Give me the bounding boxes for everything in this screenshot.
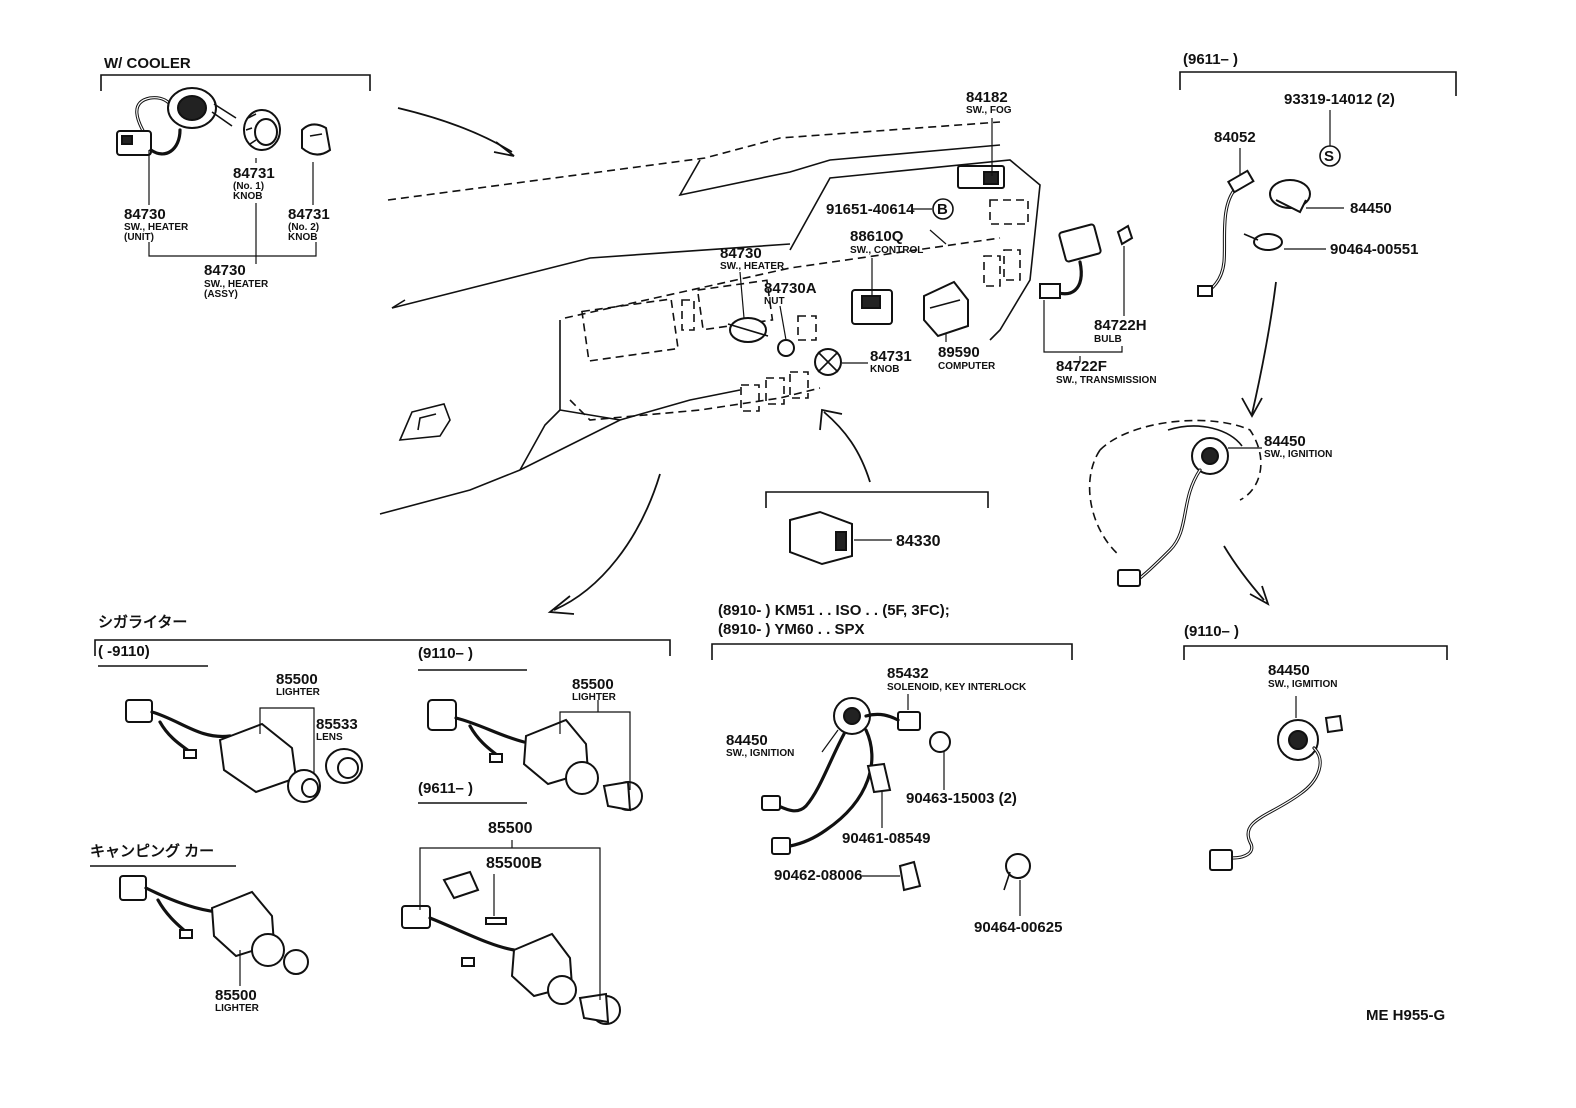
label-84730-unit-desc: SW., HEATER xyxy=(124,222,189,233)
ignition-9110-drawing xyxy=(1209,714,1344,871)
label-84731-no2: 84731 xyxy=(288,206,330,223)
label-84730a: 84730A xyxy=(764,280,817,297)
marker-b: B xyxy=(937,201,948,218)
label-88610q-desc: SW., CONTROL xyxy=(850,245,923,256)
label-84731-no2-desc2: KNOB xyxy=(288,232,317,243)
ignition-km51-drawing xyxy=(761,697,1031,892)
label-84722f: 84722F xyxy=(1056,358,1107,375)
label-84330: 84330 xyxy=(896,533,941,550)
heater-switch-unit-drawing xyxy=(116,87,237,156)
label-84730-assy-desc2: (ASSY) xyxy=(204,289,238,300)
arrow-84330 xyxy=(823,411,871,483)
label-84730a-desc: NUT xyxy=(764,296,785,307)
section-84330: 84330 xyxy=(765,408,989,566)
arrow-head xyxy=(493,141,515,157)
label-85500-c: 85500 xyxy=(488,820,533,837)
label-89590-desc: COMPUTER xyxy=(938,361,996,372)
lighter-a-drawing xyxy=(125,699,363,803)
label-84052: 84052 xyxy=(1214,129,1256,146)
label-84731-knob: 84731 xyxy=(870,348,912,365)
reference-code: ME H955-G xyxy=(1366,1007,1445,1024)
label-85500-d: 85500 xyxy=(215,987,257,1004)
w-cooler-header: W/ COOLER xyxy=(104,55,191,72)
section-cigar-lighter: シガライター ( -9110) (9110– ) (9611– ) 85500 … xyxy=(90,614,671,1025)
label-85500-d-desc: LIGHTER xyxy=(215,1003,260,1014)
lighter-c-drawing xyxy=(401,870,621,1025)
ign-9110-header: (9110– ) xyxy=(1184,623,1239,640)
ign-9611-bracket xyxy=(1179,71,1457,96)
label-90464-00625: 90464-00625 xyxy=(974,919,1062,936)
label-84722h: 84722H xyxy=(1094,317,1147,334)
dashboard-labels: 84182 SW., FOG 91651-40614 B 88610Q SW.,… xyxy=(720,89,1157,386)
label-90464-00551: 90464-00551 xyxy=(1330,241,1418,258)
label-84450-mid-desc: SW., IGNITION xyxy=(1264,449,1332,460)
km51-line2: (8910- ) YM60 . . SPX xyxy=(718,621,864,638)
km51-line1: (8910- ) KM51 . . ISO . . (5F, 3FC); xyxy=(718,602,950,619)
label-91651: 91651-40614 xyxy=(826,201,915,218)
knob-no1-drawing xyxy=(243,109,281,151)
lighter-d-drawing xyxy=(119,875,309,975)
label-90462: 90462-08006 xyxy=(774,867,862,884)
arrow-cooler-to-dash xyxy=(397,107,513,153)
label-88610q: 88610Q xyxy=(850,228,904,245)
label-90461: 90461-08549 xyxy=(842,830,930,847)
label-85432: 85432 xyxy=(887,665,929,682)
label-84450-bot-desc: SW., IGMITION xyxy=(1268,679,1337,690)
label-84730-assy: 84730 xyxy=(204,262,246,279)
label-85500-b-desc: LIGHTER xyxy=(572,692,617,703)
w-cooler-bracket xyxy=(100,74,371,91)
label-84731-knob-desc: KNOB xyxy=(870,364,899,375)
steering-column-drawing xyxy=(1088,419,1262,587)
arrow-to-9110 xyxy=(1223,545,1265,601)
range-to-9110: ( -9110) xyxy=(98,643,150,660)
label-90463: 90463-15003 (2) xyxy=(906,790,1017,807)
key-cylinder-drawing xyxy=(1197,169,1311,297)
label-84722h-desc: BULB xyxy=(1094,334,1122,345)
label-84731-no2-desc: (No. 2) xyxy=(288,222,319,233)
label-84182-desc: SW., FOG xyxy=(966,105,1012,116)
section-w-cooler: W/ COOLER 84730 SW., HEATER (U xyxy=(100,55,371,300)
label-84722f-desc: SW., TRANSMISSION xyxy=(1056,375,1157,386)
label-84450-mid: 84450 xyxy=(1264,433,1306,450)
label-93319: 93319-14012 (2) xyxy=(1284,91,1395,108)
label-85500b: 85500B xyxy=(486,855,542,872)
label-84450-km: 84450 xyxy=(726,732,768,749)
label-85432-desc: SOLENOID, KEY INTERLOCK xyxy=(887,682,1027,693)
label-84730-assy-desc: SW., HEATER xyxy=(204,279,269,290)
label-85500-a: 85500 xyxy=(276,671,318,688)
label-85533-desc: LENS xyxy=(316,732,343,743)
label-84730-unit: 84730 xyxy=(124,206,166,223)
label-84450-bot: 84450 xyxy=(1268,662,1310,679)
label-84450-top: 84450 xyxy=(1350,200,1392,217)
label-84182: 84182 xyxy=(966,89,1008,106)
label-85533: 85533 xyxy=(316,716,358,733)
label-84730-heater: 84730 xyxy=(720,245,762,262)
label-85500-a-desc: LIGHTER xyxy=(276,687,321,698)
arrow-to-column xyxy=(1251,281,1277,415)
dashboard-drawing xyxy=(379,121,1134,515)
camping-car-header: キャンピング カー xyxy=(90,842,214,860)
lighter-b-drawing xyxy=(427,699,643,812)
section-km51-ym60: (8910- ) KM51 . . ISO . . (5F, 3FC); (89… xyxy=(711,602,1073,936)
label-84730-heater-desc: SW., HEATER xyxy=(720,261,785,272)
range-9611-mid: (9611– ) xyxy=(418,780,473,797)
switch-84330-drawing xyxy=(789,510,853,566)
range-9110-mid: (9110– ) xyxy=(418,645,473,662)
label-84450-km-desc: SW., IGNITION xyxy=(726,748,794,759)
ign-9611-header: (9611– ) xyxy=(1183,51,1238,68)
label-89590: 89590 xyxy=(938,344,980,361)
section-ignition-9611: (9611– ) 93319-14012 (2) S 84052 84450 9… xyxy=(1179,51,1457,297)
label-84731-no1: 84731 xyxy=(233,165,275,182)
label-84731-no1-desc: (No. 1) xyxy=(233,181,264,192)
label-84731-no1-desc2: KNOB xyxy=(233,191,262,202)
knob-no2-drawing xyxy=(301,123,332,156)
cigar-header: シガライター xyxy=(98,614,187,631)
section-ignition-9110: (9110– ) 84450 SW., IGMITION xyxy=(1183,623,1448,871)
arrow-to-cigar xyxy=(553,473,661,611)
marker-s: S xyxy=(1324,148,1334,165)
label-84730-unit-desc2: (UNIT) xyxy=(124,232,154,243)
label-85500-b: 85500 xyxy=(572,676,614,693)
